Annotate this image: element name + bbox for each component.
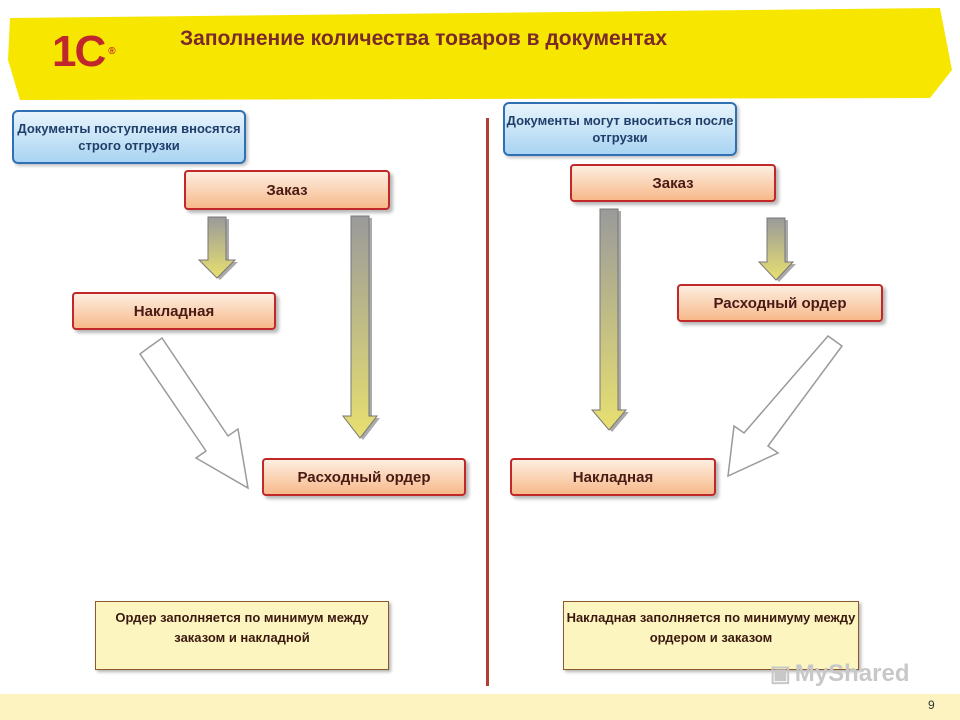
watermark: ▣ MyShared — [770, 660, 910, 688]
watermark-cart-icon: ▣ — [770, 661, 791, 686]
left-expense-order-box: Расходный ордер — [262, 458, 466, 496]
logo-text: 1С — [52, 27, 106, 76]
watermark-text: MyShared — [794, 660, 910, 687]
logo-registered-mark: ® — [108, 46, 116, 57]
left-order-box: Заказ — [184, 170, 390, 210]
left-invoice-box: Накладная — [72, 292, 276, 330]
logo-1c: 1С® — [52, 30, 116, 74]
right-rule-box: Накладная заполняется по минимуму между … — [563, 601, 859, 670]
left-note: Документы поступления вносятся строго от… — [12, 110, 246, 164]
arrow-order-to-invoice-left — [197, 216, 238, 280]
arrow-expense-to-invoice-right — [727, 334, 844, 478]
arrow-invoice-to-expense-left — [138, 336, 250, 490]
arrow-order-to-expense-left — [341, 215, 380, 440]
page-number: 9 — [928, 698, 935, 712]
right-note: Документы могут вноситься после отгрузки — [503, 102, 737, 156]
arrow-order-to-expense-right — [757, 217, 796, 282]
header-band — [8, 8, 952, 100]
page-title: Заполнение количества товаров в документ… — [180, 27, 668, 50]
right-expense-order-box: Расходный ордер — [677, 284, 883, 322]
left-rule-box: Ордер заполняется по минимум между заказ… — [95, 601, 389, 670]
footer-band — [0, 694, 960, 720]
right-order-box: Заказ — [570, 164, 776, 202]
arrow-order-to-invoice-right — [590, 208, 629, 432]
column-divider — [486, 118, 489, 686]
right-invoice-box: Накладная — [510, 458, 716, 496]
